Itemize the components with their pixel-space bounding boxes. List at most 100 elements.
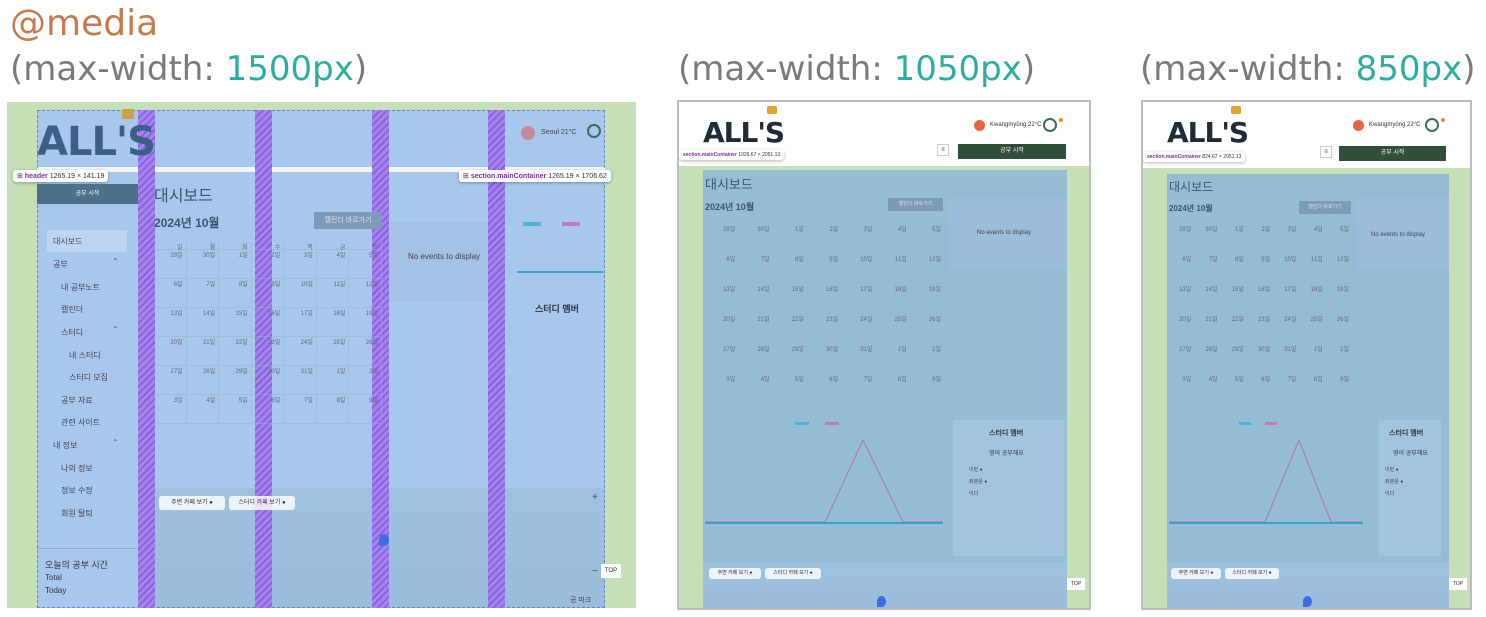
calendar-day-cell[interactable]: 24일 [842,314,877,344]
calendar-day-cell[interactable]: 20일 [154,337,187,366]
start-study-button[interactable]: 공부 시작 [1339,146,1446,161]
calendar-day-cell[interactable]: 27일 [705,344,740,374]
calendar-day-cell[interactable]: 1일 [1221,224,1248,254]
calendar-day-cell[interactable]: 5일 [219,395,252,424]
logo[interactable]: ALL'S [703,116,785,149]
calendar-day-cell[interactable]: 5일 [1326,224,1353,254]
sidebar-item-studygroup[interactable]: 스터디 [61,328,84,337]
sidebar-item-withdraw[interactable]: 회원 탈퇴 [61,509,93,518]
study-cafe-chip[interactable]: 스터디 카페 보기 ● [1225,568,1279,579]
sidebar-item-notes[interactable]: 내 공부노트 [61,283,101,292]
calendar-day-cell[interactable]: 12일 [1326,254,1353,284]
profile-icon[interactable] [1425,118,1439,132]
calendar-day-cell[interactable]: 17일 [842,284,877,314]
sidebar-item-recruit[interactable]: 스터디 모집 [69,373,109,382]
calendar-day-cell[interactable]: 26일 [349,337,382,366]
calendar-day-cell[interactable]: 17일 [284,308,317,337]
calendar-day-cell[interactable]: 7일 [1195,254,1222,284]
calendar-day-cell[interactable]: 1일 [316,366,350,395]
study-cafe-chip[interactable]: 스터디 카페 보기 ● [765,568,821,579]
calendar-day-cell[interactable]: 9일 [349,395,382,424]
calendar-day-cell[interactable]: 7일 [842,374,877,404]
calendar-day-cell[interactable]: 30일 [1247,344,1275,374]
calendar-day-cell[interactable]: 24일 [284,337,317,366]
calendar-day-cell[interactable]: 4일 [739,374,774,404]
calendar-day-cell[interactable]: 8일 [219,279,252,308]
calendar-day-cell[interactable]: 8일 [876,374,911,404]
calendar-day-cell[interactable]: 23일 [1247,314,1275,344]
calendar-day-cell[interactable]: 5일 [349,250,382,279]
sidebar-item-myinfo[interactable]: 내 정보 [53,441,78,450]
calendar-day-cell[interactable]: 28일 [1195,344,1222,374]
calendar-day-cell[interactable]: 29일 [219,366,252,395]
calendar-day-cell[interactable]: 4일 [1195,374,1222,404]
calendar-day-cell[interactable]: 2일 [1326,344,1353,374]
calendar-day-cell[interactable]: 2일 [251,250,285,279]
calendar-day-cell[interactable]: 20일 [1169,314,1196,344]
chevron-up-icon[interactable]: ⌃ [112,438,119,447]
calendar-day-cell[interactable]: 8일 [773,254,808,284]
calendar-day-cell[interactable]: 15일 [773,284,808,314]
calendar-day-cell[interactable]: 23일 [251,337,285,366]
calendar-day-cell[interactable]: 31일 [842,344,877,374]
calendar-day-cell[interactable]: 29일 [1221,344,1248,374]
calendar-day-cell[interactable]: 6일 [251,395,285,424]
calendar-day-cell[interactable]: 7일 [284,395,317,424]
calendar-day-cell[interactable]: 20일 [705,314,740,344]
calendar-day-cell[interactable]: 11일 [316,279,350,308]
study-cafe-chip[interactable]: 스터디 카페 보기 ● [229,496,295,510]
calendar-day-cell[interactable]: 3일 [842,224,877,254]
calendar-day-cell[interactable]: 11일 [876,254,911,284]
calendar-day-cell[interactable]: 4일 [186,395,220,424]
zoom-in-icon[interactable]: + [592,492,598,503]
calendar-day-cell[interactable]: 3일 [1169,374,1196,404]
calendar-day-cell[interactable]: 6일 [1247,374,1275,404]
calendar-day-cell[interactable]: 30일 [1195,224,1222,254]
calendar-day-cell[interactable]: 25일 [876,314,911,344]
nearby-cafe-chip[interactable]: 주변 카페 보기 ● [1171,568,1221,579]
map-pin-icon[interactable] [379,534,389,546]
calendar-day-cell[interactable]: 6일 [705,254,740,284]
profile-icon[interactable] [1043,118,1057,132]
calendar-day-cell[interactable]: 4일 [876,224,911,254]
calendar-day-cell[interactable]: 1일 [1300,344,1327,374]
calendar-day-cell[interactable]: 2일 [807,224,843,254]
member-item[interactable]: 이다 [1385,491,1395,497]
calendar-day-cell[interactable]: 18일 [876,284,911,314]
calendar-day-cell[interactable]: 14일 [186,308,220,337]
calendar-day-cell[interactable]: 13일 [1169,284,1196,314]
calendar-day-cell[interactable]: 31일 [1274,344,1301,374]
calendar-day-cell[interactable]: 22일 [219,337,252,366]
zoom-out-icon[interactable]: − [592,566,598,577]
calendar-day-cell[interactable]: 22일 [1221,314,1248,344]
calendar-day-cell[interactable]: 25일 [316,337,350,366]
sidebar-item-my-study[interactable]: 내 스터디 [69,351,101,360]
calendar-day-cell[interactable]: 29일 [154,250,187,279]
start-study-button[interactable]: 공부 시작 [37,184,138,204]
calendar-day-cell[interactable]: 16일 [1247,284,1275,314]
sidebar-item-study[interactable]: 공부 [53,260,68,269]
calendar-day-cell[interactable]: 27일 [1169,344,1196,374]
sidebar-item-dashboard[interactable]: 대시보드 [53,237,83,246]
calendar-day-cell[interactable]: 30일 [739,224,774,254]
calendar-day-cell[interactable]: 16일 [251,308,285,337]
calendar-day-cell[interactable]: 12일 [910,254,945,284]
top-button[interactable]: TOP [1449,578,1467,590]
calendar-day-cell[interactable]: 6일 [1169,254,1196,284]
calendar-day-cell[interactable]: 4일 [1300,224,1327,254]
sidebar-item-materials[interactable]: 공부 자료 [61,396,93,405]
calendar-day-cell[interactable]: 10일 [284,279,317,308]
calendar-day-cell[interactable]: 26일 [910,314,945,344]
calendar-day-cell[interactable]: 10일 [1274,254,1301,284]
calendar-day-cell[interactable]: 8일 [316,395,350,424]
calendar-day-cell[interactable]: 13일 [705,284,740,314]
calendar-day-cell[interactable]: 6일 [807,374,843,404]
calendar-day-cell[interactable]: 15일 [1221,284,1248,314]
member-item[interactable]: 이다 [969,491,979,497]
calendar-day-cell[interactable]: 9일 [251,279,285,308]
calendar-day-cell[interactable]: 9일 [910,374,945,404]
calendar-day-cell[interactable]: 2일 [1247,224,1275,254]
calendar-day-cell[interactable]: 21일 [1195,314,1222,344]
top-button[interactable]: TOP [601,564,621,578]
calendar-day-cell[interactable]: 3일 [154,395,187,424]
